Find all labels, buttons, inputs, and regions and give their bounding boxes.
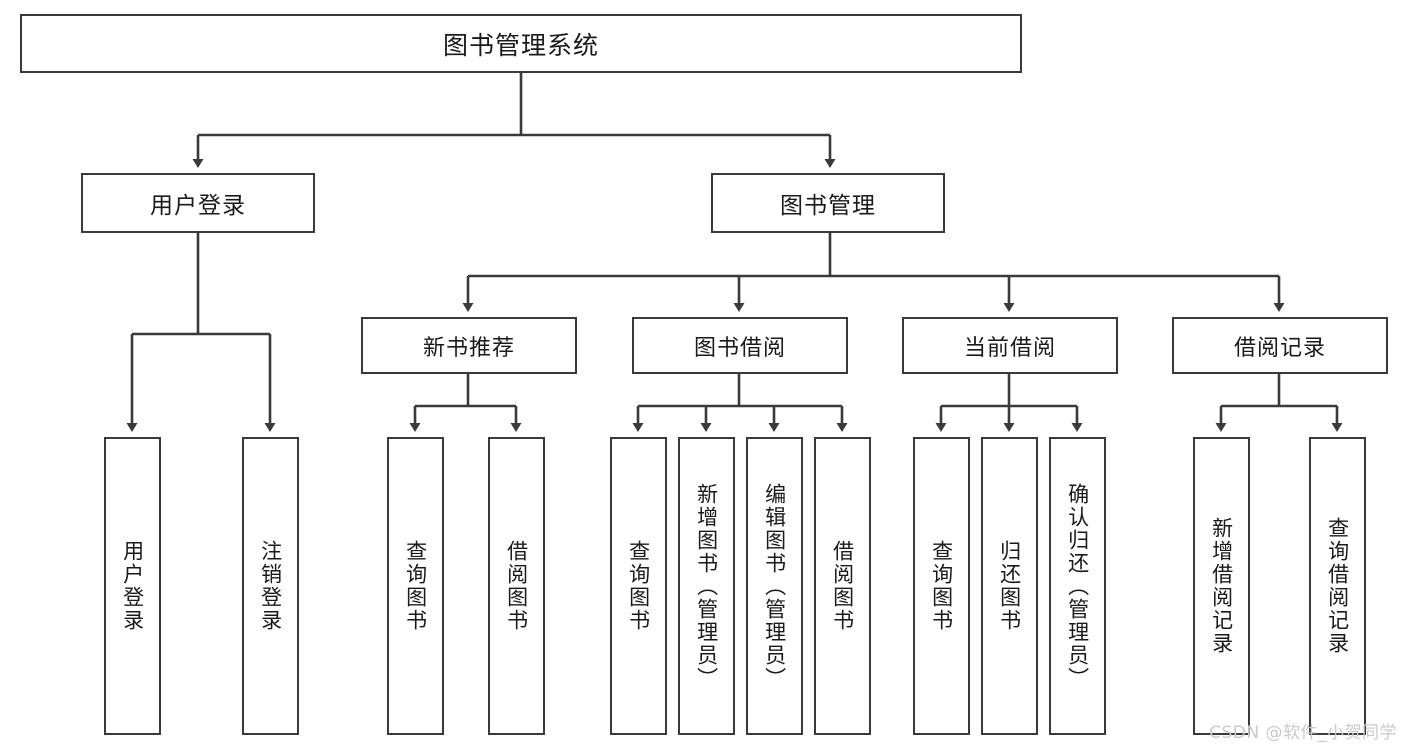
node-borrow-record[interactable]: 借阅记录 xyxy=(1172,317,1388,374)
node-label: 借阅图书 xyxy=(504,540,529,632)
node-book-borrow[interactable]: 图书借阅 xyxy=(632,317,848,374)
node-label: 确认归还（管理员） xyxy=(1065,482,1090,690)
node-label: 新增图书（管理员） xyxy=(694,482,719,690)
leaf-logout-login[interactable]: 注销登录 xyxy=(242,437,299,735)
node-label: 借阅记录 xyxy=(1233,335,1326,361)
leaf-return-book[interactable]: 归还图书 xyxy=(981,437,1038,735)
node-label: 查询图书 xyxy=(626,540,651,632)
node-label: 用户登录 xyxy=(120,540,145,632)
node-label: 归还图书 xyxy=(997,540,1022,632)
node-new-book-recommend[interactable]: 新书推荐 xyxy=(361,317,577,374)
leaf-add-book[interactable]: 新增图书（管理员） xyxy=(678,437,735,735)
leaf-query-book-3[interactable]: 查询图书 xyxy=(913,437,970,735)
node-label: 查询图书 xyxy=(403,540,428,632)
node-label: 图书管理系统 xyxy=(442,30,599,60)
node-current-borrow[interactable]: 当前借阅 xyxy=(902,317,1118,374)
node-label: 注销登录 xyxy=(258,540,283,632)
watermark-text: CSDN @软件_小贺同学 xyxy=(1209,723,1397,743)
node-root-system[interactable]: 图书管理系统 xyxy=(20,14,1022,73)
node-label: 用户登录 xyxy=(150,193,246,219)
leaf-query-book-1[interactable]: 查询图书 xyxy=(387,437,444,735)
node-label: 编辑图书（管理员） xyxy=(762,482,787,690)
leaf-edit-book[interactable]: 编辑图书（管理员） xyxy=(746,437,803,735)
leaf-query-borrow-record[interactable]: 查询借阅记录 xyxy=(1309,437,1366,735)
node-label: 图书借阅 xyxy=(693,335,786,361)
leaf-user-login[interactable]: 用户登录 xyxy=(104,437,161,735)
node-user-login[interactable]: 用户登录 xyxy=(81,173,315,233)
leaf-add-borrow-record[interactable]: 新增借阅记录 xyxy=(1193,437,1250,735)
node-label: 借阅图书 xyxy=(830,540,855,632)
leaf-borrow-book-1[interactable]: 借阅图书 xyxy=(488,437,545,735)
node-label: 查询借阅记录 xyxy=(1325,517,1350,655)
node-label: 新增借阅记录 xyxy=(1209,517,1234,655)
node-label: 查询图书 xyxy=(929,540,954,632)
node-label: 图书管理 xyxy=(780,193,876,219)
leaf-borrow-book-2[interactable]: 借阅图书 xyxy=(814,437,871,735)
leaf-confirm-return[interactable]: 确认归还（管理员） xyxy=(1049,437,1106,735)
node-book-management[interactable]: 图书管理 xyxy=(711,173,945,233)
node-label: 当前借阅 xyxy=(963,335,1056,361)
leaf-query-book-2[interactable]: 查询图书 xyxy=(610,437,667,735)
node-label: 新书推荐 xyxy=(422,335,515,361)
